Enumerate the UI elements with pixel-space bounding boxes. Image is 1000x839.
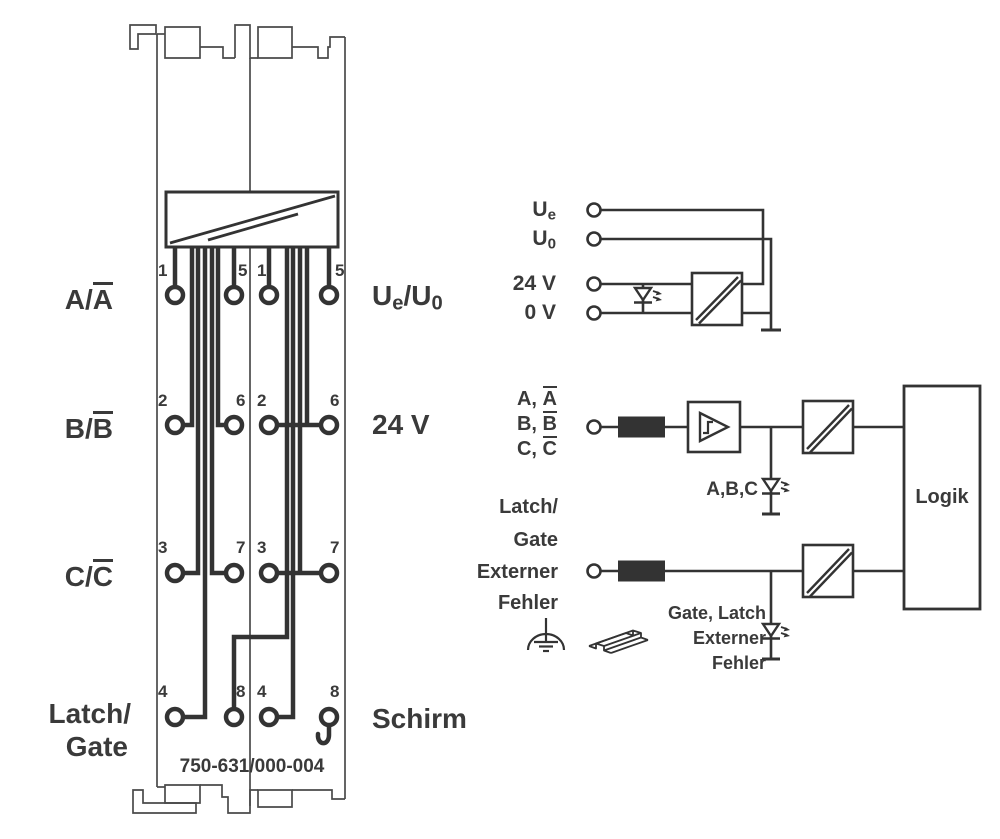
input-filter-1 [618, 416, 665, 438]
terminal-number: 8 [330, 682, 340, 701]
input-filter-2 [618, 560, 665, 582]
label-channel-c: C/C [64, 559, 113, 592]
power-contact-box [164, 190, 340, 249]
isolation-box-2 [801, 543, 855, 599]
terminal-number: 2 [257, 391, 267, 410]
terminal-number: 1 [158, 261, 168, 280]
label-led-abc: A,B,C [706, 479, 758, 500]
terminal-contacts [164, 284, 340, 728]
signal-circuit-abc [600, 425, 904, 514]
terminal-number: 4 [257, 682, 267, 701]
terminal-number: 8 [236, 682, 246, 701]
power-supply-circuit [600, 208, 773, 330]
terminal-number: 3 [257, 538, 267, 557]
label-schematic-gate: Gate [513, 529, 558, 551]
label-led-externer: Externer [692, 628, 766, 648]
terminal-number: 1 [257, 261, 267, 280]
terminal-number: 2 [158, 391, 168, 410]
label-led-fehler: Fehler [711, 653, 766, 673]
logik-box [902, 384, 982, 611]
label-schematic-24v: 24 V [512, 272, 556, 295]
terminal-number: 5 [238, 261, 248, 280]
module-body-outline [129, 24, 346, 814]
label-signal-a: A, A [516, 386, 557, 410]
dcdc-converter-box [690, 271, 744, 327]
label-schematic-0v: 0 V [524, 301, 556, 324]
label-24v-module: 24 V [372, 409, 430, 440]
status-led-gate-latch [760, 622, 792, 661]
terminal-number: 3 [158, 538, 168, 557]
label-schirm: Schirm [372, 703, 467, 734]
label-logik: Logik [915, 486, 969, 508]
terminal-number: 5 [335, 261, 345, 280]
label-schematic-u0: U0 [532, 227, 556, 253]
label-led-gate-latch: Gate, Latch [667, 603, 766, 623]
isolation-box-1 [801, 399, 855, 455]
terminal-number: 7 [236, 538, 246, 557]
label-schematic-latch: Latch/ [499, 496, 558, 518]
label-channel-a: A/A [64, 282, 113, 315]
label-schematic-fehler: Fehler [497, 592, 558, 614]
schmitt-trigger-box [686, 400, 742, 454]
terminal-number: 7 [330, 538, 340, 557]
terminal-number: 6 [330, 391, 340, 410]
shield-pigtail [315, 722, 332, 746]
terminal-number: 6 [236, 391, 246, 410]
label-signal-b: B, B [516, 411, 557, 435]
functional-earth-icon [526, 618, 566, 653]
label-signal-c: C, C [516, 436, 557, 460]
label-gate: Gate [65, 731, 128, 762]
schematic-terminals [586, 202, 602, 579]
label-schematic-ue: Ue [532, 198, 556, 224]
signal-circuit-latch [600, 569, 904, 659]
part-number: 750-631/000-004 [179, 756, 325, 777]
label-latch: Latch/ [48, 698, 131, 729]
label-channel-b: B/B [64, 411, 113, 444]
label-ue-u0: Ue/U0 [372, 280, 443, 315]
label-schematic-externer: Externer [476, 561, 558, 583]
internal-wiring [172, 247, 332, 720]
status-led-abc [760, 477, 792, 516]
power-led [632, 286, 664, 304]
din-rail-icon [588, 629, 649, 654]
terminal-number: 4 [158, 682, 168, 701]
